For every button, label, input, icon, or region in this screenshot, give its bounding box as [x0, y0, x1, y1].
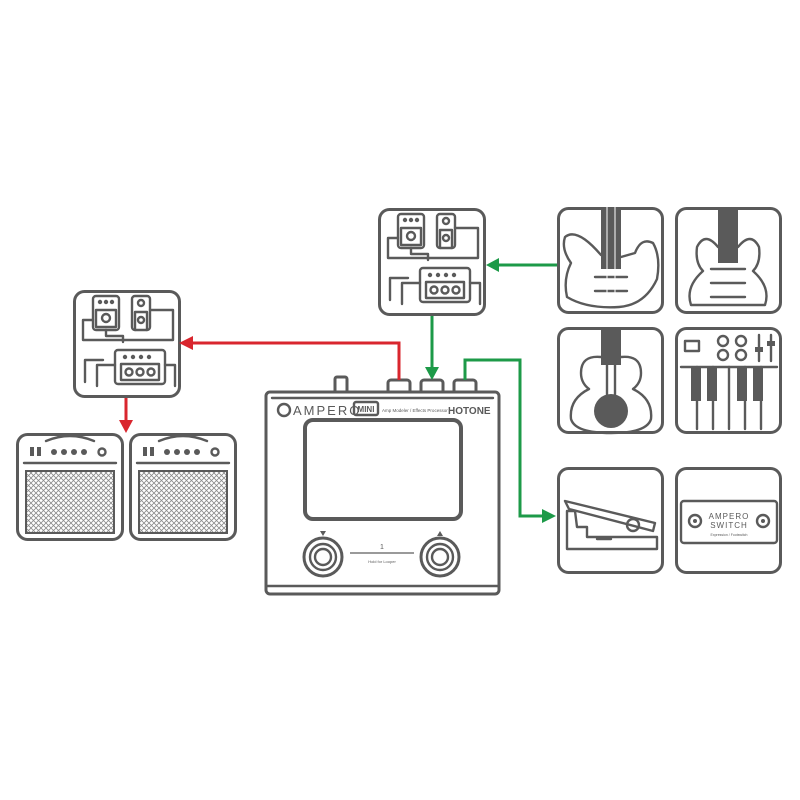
electric-guitar-icon	[557, 207, 664, 314]
expression-pedal-icon	[557, 467, 664, 574]
switch-caption: Expression / Footswitch	[711, 533, 748, 537]
down-arrow-icon	[320, 531, 326, 536]
exp-arrow-green-to-pedal	[463, 358, 556, 523]
maker-logo: HOTONE	[448, 406, 491, 417]
device-subtitle: Amp Modeler / Effects Processor	[382, 408, 448, 413]
bass-guitar-icon	[675, 207, 782, 314]
switch-logo-line1: AMPERO	[709, 512, 750, 521]
center-label: Hold for Looper	[368, 559, 396, 564]
amp-right-icon	[129, 433, 237, 541]
model-logo: MINI	[358, 405, 375, 414]
acoustic-guitar-icon	[557, 327, 664, 435]
left-footswitch	[302, 536, 344, 578]
device-screen	[303, 418, 463, 521]
input-arrow-green-from-guitar	[486, 258, 557, 272]
input-pedalboard-icon	[378, 208, 486, 316]
footswitch-icon: AMPERO SWITCH Expression / Footswitch	[675, 467, 782, 574]
ampero-logo-icon	[276, 402, 292, 418]
center-icon: 1	[380, 544, 384, 551]
brand-logo: AMPERO	[293, 403, 361, 418]
switch-logo-line2: SWITCH	[710, 521, 748, 530]
output-arrow-red	[119, 336, 401, 433]
keyboard-synth-icon	[675, 327, 782, 434]
led-strip	[350, 552, 414, 554]
up-arrow-icon	[437, 531, 443, 536]
right-footswitch	[419, 536, 461, 578]
ampero-mini-device: AMPERO MINI Amp Modeler / Effects Proces…	[264, 375, 501, 596]
input-arrow-green-to-device	[425, 316, 439, 380]
output-pedalboard-icon	[73, 290, 181, 398]
amp-left-icon	[16, 433, 124, 541]
